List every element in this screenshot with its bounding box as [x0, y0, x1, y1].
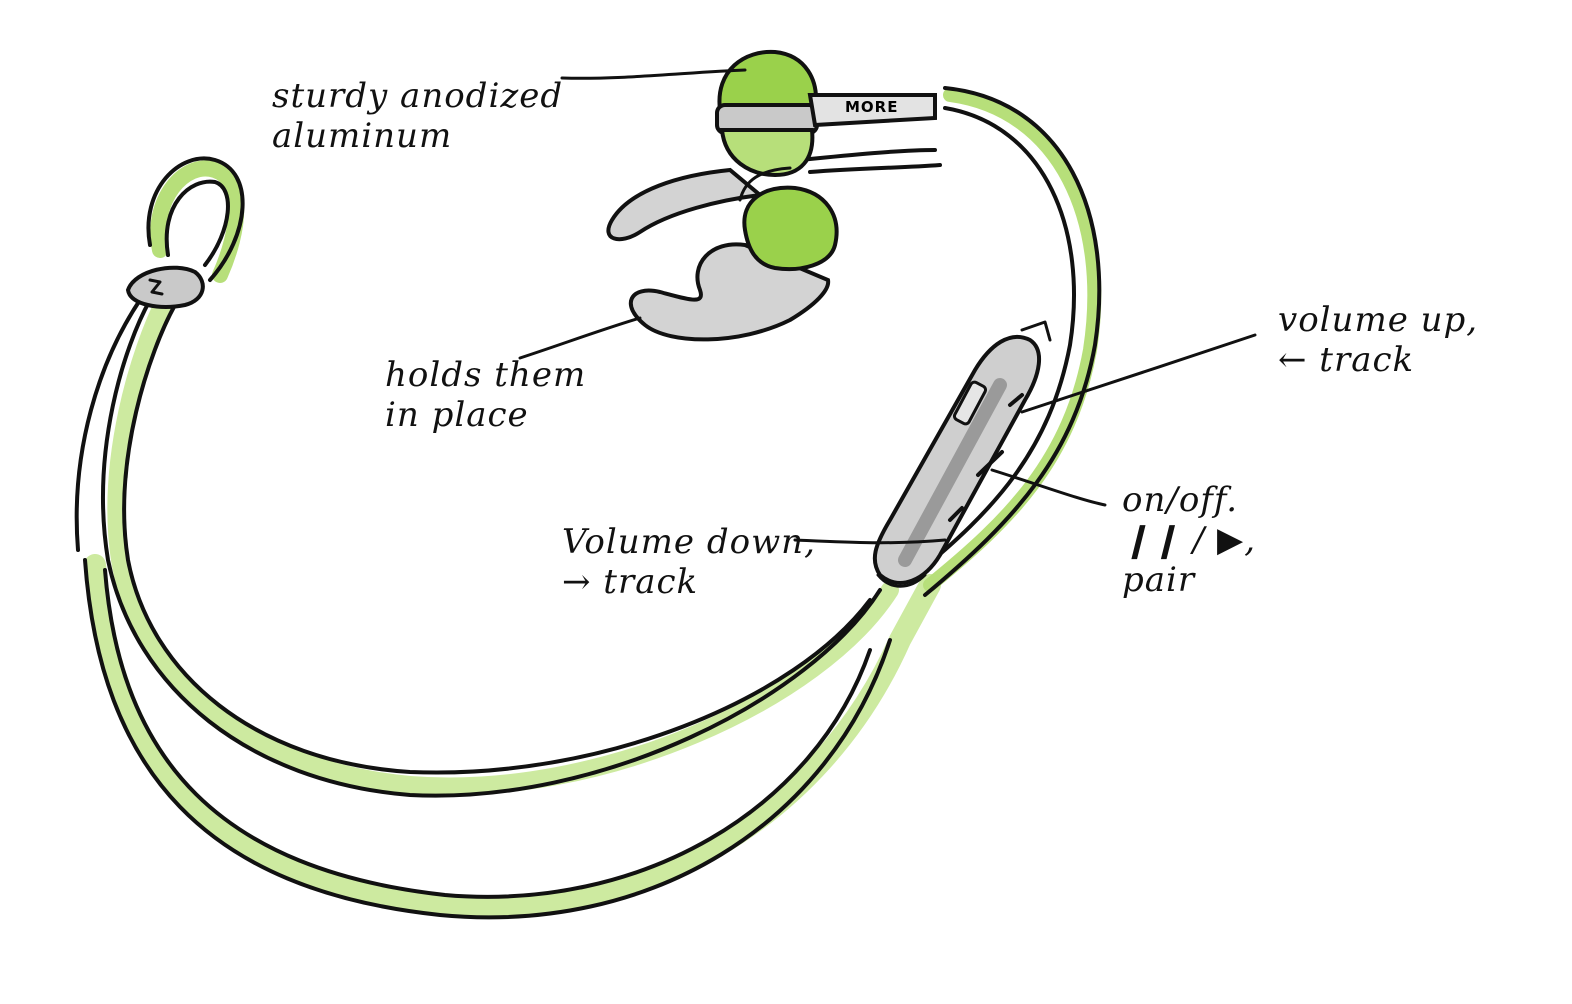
brand-mark: MORE	[845, 98, 898, 116]
annotation-hooks: holds them in place	[385, 355, 586, 435]
annotation-volume-up-line2: ← track	[1278, 340, 1478, 380]
annotation-aluminum-line2: aluminum	[272, 116, 563, 156]
annotation-power: on/off. ❙❙ / ▶, pair	[1122, 480, 1256, 600]
annotation-power-line2: ❙❙ / ▶,	[1122, 520, 1256, 560]
lower-earbud	[740, 168, 837, 269]
annotation-power-line3: pair	[1122, 560, 1256, 600]
annotation-volume-down-line1: Volume down,	[562, 522, 816, 562]
annotation-power-line1: on/off.	[1122, 480, 1256, 520]
annotation-volume-down-line2: → track	[562, 562, 816, 602]
inline-remote	[875, 322, 1050, 586]
annotation-hooks-line2: in place	[385, 395, 586, 435]
cord-loop	[148, 158, 242, 280]
annotation-hooks-line1: holds them	[385, 355, 586, 395]
annotation-volume-up: volume up, ← track	[1278, 300, 1478, 380]
annotation-aluminum: sturdy anodized aluminum	[272, 76, 563, 156]
annotation-volume-down: Volume down, → track	[562, 522, 816, 602]
annotation-aluminum-line1: sturdy anodized	[272, 76, 563, 116]
cord-slider	[128, 268, 203, 307]
annotation-volume-up-line1: volume up,	[1278, 300, 1478, 340]
